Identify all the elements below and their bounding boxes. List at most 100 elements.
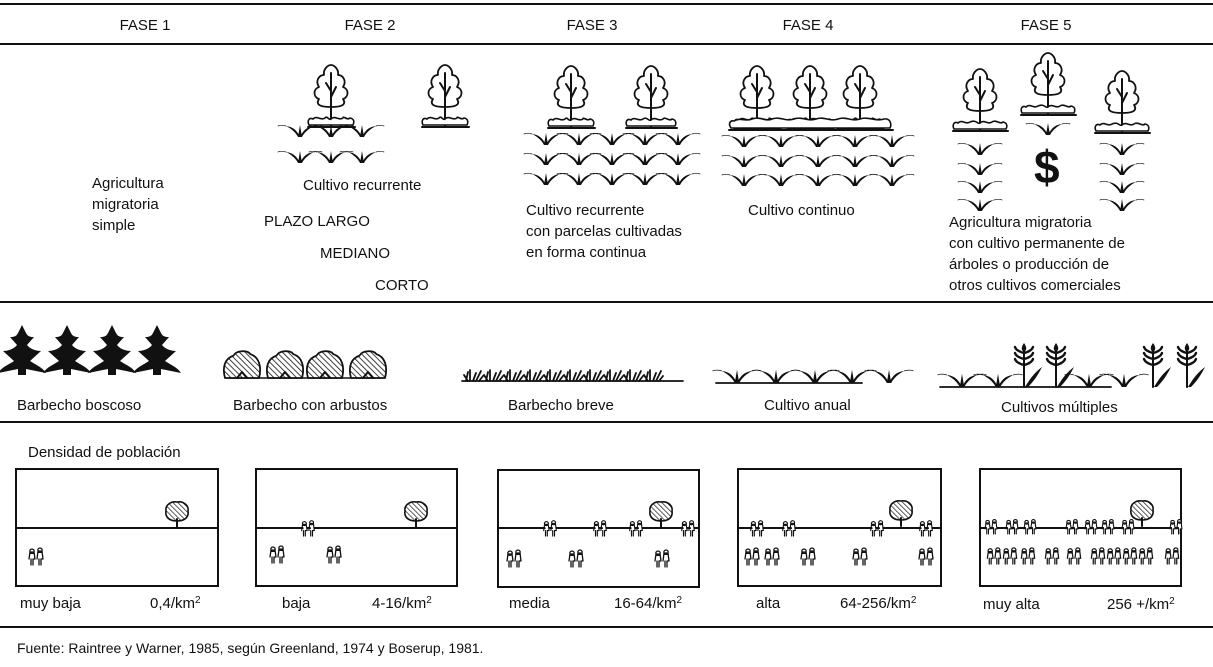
conifer-tree-icon (43, 325, 91, 375)
people-icon (1164, 547, 1180, 565)
fallow-label-3: Barbecho breve (508, 397, 614, 414)
people-icon (1084, 518, 1098, 535)
grain-plant-icon (1142, 343, 1171, 388)
crop-sprout-icon (721, 134, 767, 147)
text-line: Cultivo recurrente (526, 202, 645, 219)
crop-sprout-icon (523, 172, 569, 185)
crop-sprout-icon (721, 173, 767, 186)
grain-plant-icon (1013, 343, 1042, 388)
grain-plant-icon (1045, 343, 1074, 388)
density-level-2: baja (282, 595, 311, 612)
text-line: en forma continua (526, 244, 647, 261)
text-line: migratoria (92, 196, 159, 213)
crop-sprout-icon (1099, 180, 1145, 193)
people-icon (326, 545, 342, 564)
people-icon (593, 520, 607, 537)
conifer-tree-icon (88, 325, 136, 375)
crop-sprout-icon (589, 172, 635, 185)
unit-exponent: 2 (195, 595, 201, 606)
crop-sprout-icon (1099, 198, 1145, 211)
crop-sprout-icon (758, 173, 804, 186)
systems-illustration (277, 52, 1151, 211)
text-line: Agricultura migratoria (949, 214, 1092, 231)
crop-sprout-icon (758, 134, 804, 147)
crop-sprout-icon (864, 369, 914, 383)
shrub-icon (305, 350, 345, 379)
phase-header-3: FASE 3 (566, 17, 618, 34)
conifer-tree-icon (133, 325, 181, 375)
horizon-line (17, 527, 217, 529)
deciduous-tree-icon (952, 68, 1009, 132)
crop-sprout-icon (758, 154, 804, 167)
people-icon (681, 520, 695, 537)
density-value-3: 16-64/km2 (614, 594, 682, 614)
grass-icon (603, 369, 624, 382)
density-box-1 (15, 468, 219, 587)
fase5-description: Agricultura migratoria con cultivo perma… (949, 212, 1125, 296)
cash-crop-dollar-icon: $ (1034, 141, 1060, 193)
crop-sprout-icon (712, 369, 762, 383)
crop-sprout-icon (1099, 162, 1145, 175)
unit-exponent: 2 (1169, 596, 1175, 607)
deciduous-tree-icon (421, 64, 470, 128)
people-icon (800, 547, 816, 566)
fase4-description: Cultivo continuo (748, 202, 855, 219)
crop-sprout-icon (957, 162, 1003, 175)
density-value-1: 0,4/km2 (150, 594, 201, 614)
unit-exponent: 2 (910, 595, 917, 606)
density-level-3: media (509, 595, 550, 612)
fallow-illustration (0, 325, 1205, 388)
crop-sprout-icon (795, 154, 841, 167)
people-icon (1138, 547, 1154, 565)
deciduous-tree-icon (1094, 70, 1151, 134)
horizon-line (739, 527, 940, 529)
density-value-2: 4-16/km2 (372, 594, 432, 614)
deciduous-tree-icon (625, 65, 678, 129)
people-icon (1002, 547, 1018, 565)
density-number: 0,4 (150, 595, 171, 612)
people-icon (984, 518, 998, 535)
crop-sprout-icon (957, 142, 1003, 155)
crop-sprout-icon (957, 198, 1003, 211)
crop-sprout-icon (869, 134, 915, 147)
fallow-label-5: Cultivos múltiples (1001, 399, 1118, 416)
crop-sprout-icon (277, 150, 323, 163)
fase1-description: Agricultura migratoria simple (92, 173, 164, 236)
crop-sprout-icon (869, 154, 915, 167)
phase-header-1: FASE 1 (119, 17, 171, 34)
people-icon (1044, 547, 1060, 565)
people-icon (543, 520, 557, 537)
people-icon (1090, 547, 1106, 565)
crop-sprout-icon (957, 180, 1003, 193)
phase-header-4: FASE 4 (782, 17, 834, 34)
crop-sprout-icon (655, 172, 701, 185)
fallow-rule (0, 421, 1213, 423)
round-tree-icon (1130, 500, 1154, 527)
grass-icon (563, 369, 584, 382)
crop-sprout-icon (751, 369, 801, 383)
text-line: otros cultivos comerciales (949, 277, 1121, 294)
fallow-label-4: Cultivo anual (764, 397, 851, 414)
people-icon (629, 520, 643, 537)
text-line: con cultivo permanente de (949, 235, 1125, 252)
grass-icon (483, 369, 504, 382)
density-number: 4-16 (372, 595, 403, 612)
people-icon (269, 545, 285, 564)
crop-sprout-icon (655, 152, 701, 165)
density-rule (0, 626, 1213, 628)
crop-sprout-icon (795, 134, 841, 147)
people-icon (986, 547, 1002, 565)
fase2-term-long: PLAZO LARGO (264, 213, 370, 230)
crop-sprout-icon (589, 152, 635, 165)
fase2-term-medium: MEDIANO (320, 245, 391, 262)
crop-sprout-icon (339, 150, 385, 163)
density-title: Densidad de población (28, 444, 181, 461)
people-icon (1066, 547, 1082, 565)
fase2-title: Cultivo recurrente (303, 177, 422, 194)
people-icon (750, 520, 764, 537)
density-unit: /km (886, 595, 911, 612)
crop-sprout-icon (832, 173, 878, 186)
fase2-term-short: CORTO (375, 277, 429, 294)
density-level-1: muy baja (20, 595, 81, 612)
unit-exponent: 2 (676, 595, 683, 606)
